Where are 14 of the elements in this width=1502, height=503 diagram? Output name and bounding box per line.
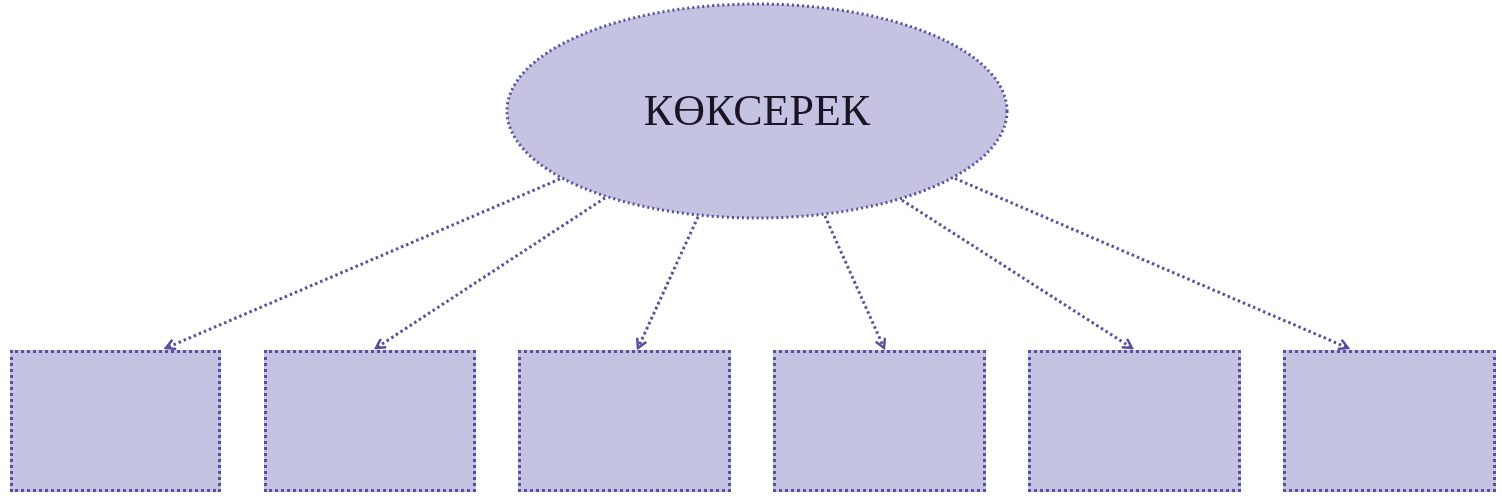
empty-box bbox=[10, 350, 221, 492]
empty-box bbox=[1028, 350, 1241, 492]
arrow bbox=[901, 198, 1134, 350]
empty-box bbox=[264, 350, 476, 492]
empty-box bbox=[1283, 350, 1496, 492]
arrow bbox=[164, 177, 561, 351]
node-label: КӨКСЕРЕК bbox=[643, 85, 871, 137]
empty-box bbox=[773, 350, 986, 492]
empty-box bbox=[518, 350, 731, 492]
arrow bbox=[954, 177, 1350, 351]
arrow bbox=[374, 196, 606, 350]
arrow bbox=[635, 216, 700, 350]
ellipse-node bbox=[505, 2, 1009, 220]
arrow bbox=[823, 215, 887, 350]
